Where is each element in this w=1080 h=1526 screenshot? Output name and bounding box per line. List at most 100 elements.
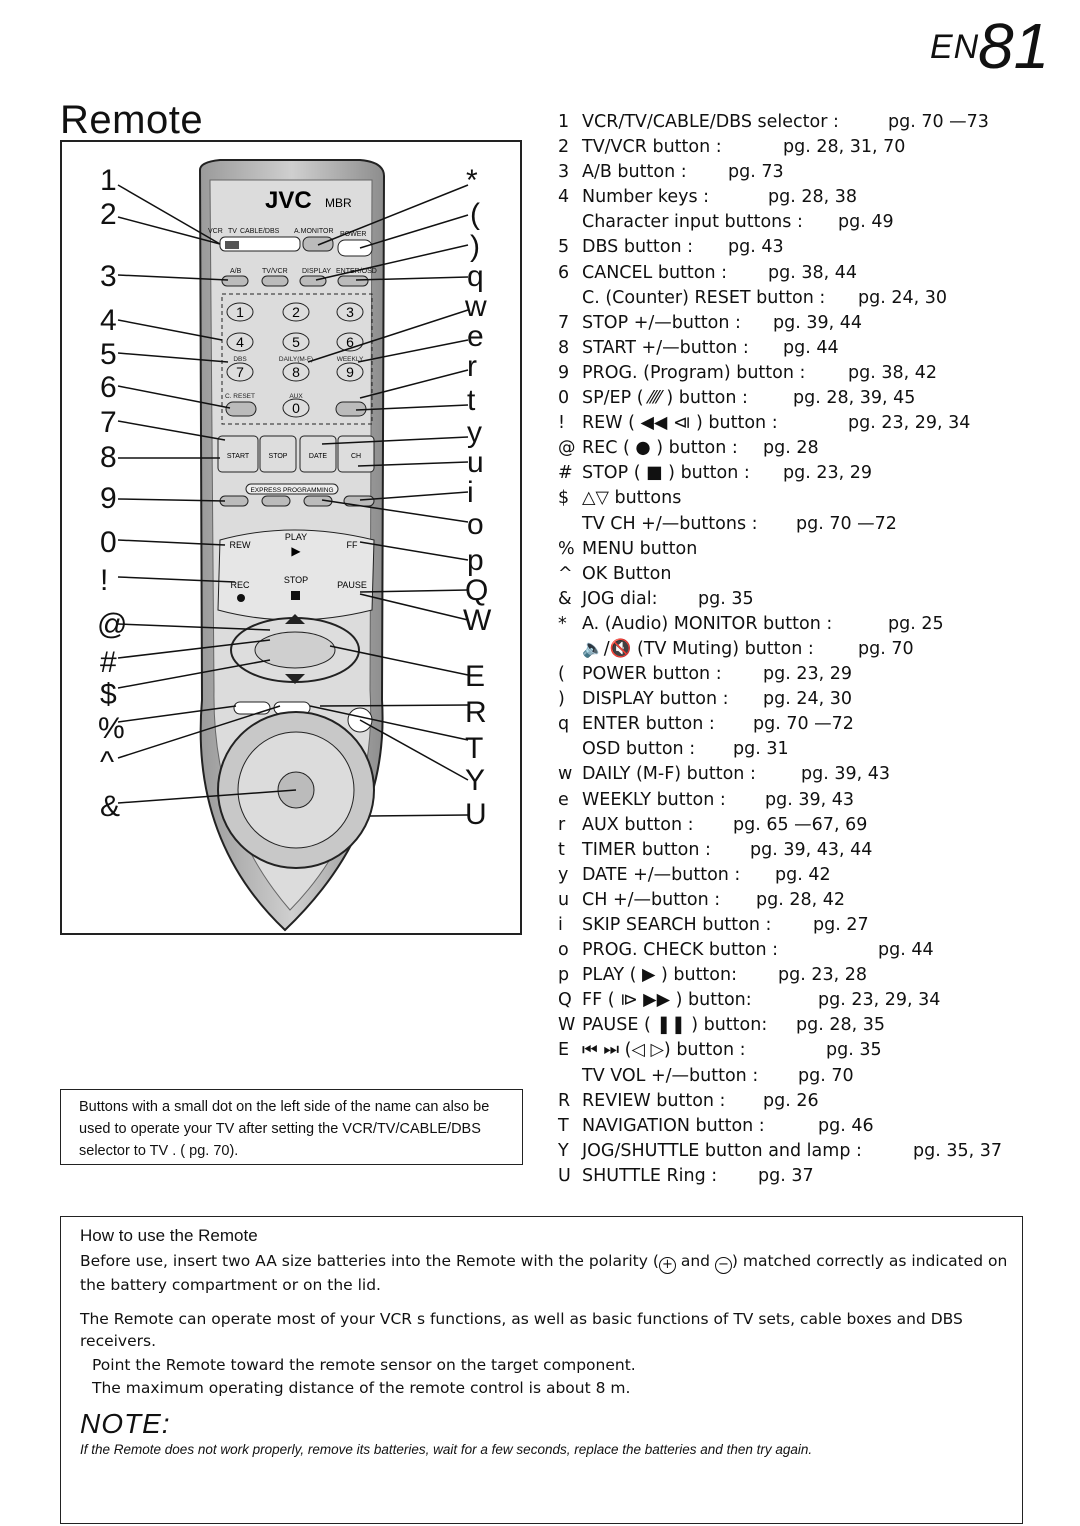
list-item-key: Y xyxy=(558,1140,569,1161)
lbl-power: POWER xyxy=(340,231,366,238)
callout-t: t xyxy=(467,384,476,417)
list-item-page: pg. 42 xyxy=(775,864,831,885)
list-item-key: ^ xyxy=(558,563,573,584)
lbl-rec: REC xyxy=(230,580,250,590)
list-item-page: pg. 39, 43 xyxy=(801,764,891,785)
how-p1b: and xyxy=(675,1252,715,1270)
callout-9: 9 xyxy=(100,482,117,515)
note-heading: NOTE: xyxy=(80,1408,171,1439)
key-0: 0 xyxy=(282,398,310,418)
list-item: Character input buttons : pg. 49 xyxy=(558,210,1063,235)
list-item-key: E xyxy=(558,1040,570,1061)
list-item-label: REC ( ● ) button : xyxy=(582,438,738,459)
list-item-page: pg. 49 xyxy=(838,212,894,233)
list-item-key: R xyxy=(558,1090,571,1111)
callout-Y: Y xyxy=(465,764,486,797)
svg-text:3: 3 xyxy=(346,304,354,320)
list-item-key: ( xyxy=(558,664,565,685)
key-8: 8 xyxy=(282,362,310,382)
list-item-page: pg. 44 xyxy=(878,940,934,961)
key-2: 2 xyxy=(282,302,310,322)
list-item-page: pg. 23, 29, 34 xyxy=(818,990,941,1011)
lbl-express: EXPRESS PROGRAMMING xyxy=(250,487,333,494)
lbl-rew: REW xyxy=(230,540,252,550)
callout-star: * xyxy=(466,164,478,197)
list-item-key: & xyxy=(558,588,572,609)
lbl-display: DISPLAY xyxy=(302,268,331,275)
how-p1c: ) matched correctly as indicated on the … xyxy=(80,1252,1008,1294)
list-item-label: DISPLAY button : xyxy=(582,689,729,710)
callout-i: i xyxy=(467,476,474,509)
remote-brand: JVC xyxy=(265,187,312,214)
how-to-use-title: How to use the Remote xyxy=(80,1226,258,1245)
list-item-label: STOP ( ■ ) button : xyxy=(582,463,750,484)
callout-hash: # xyxy=(100,646,117,679)
lbl-cable: CABLE/DBS xyxy=(240,228,280,235)
list-item-page: pg. 38, 44 xyxy=(768,262,858,283)
list-item-page: pg. 39, 43 xyxy=(765,789,855,810)
list-item-label: TV CH +/—buttons : xyxy=(582,513,758,534)
list-item: TV CH +/—buttons : pg. 70 —72 xyxy=(558,512,1063,537)
list-item-page: pg. 70 —72 xyxy=(796,513,897,534)
list-item-key: @ xyxy=(558,438,576,459)
list-item-label: SP/EP ( ⁄⁄⁄⁄ ) button : xyxy=(582,388,748,409)
list-item-page: pg. 65 —67, 69 xyxy=(733,814,868,835)
page-number: 81 xyxy=(978,10,1050,82)
how-p1a: Before use, insert two AA size batteries… xyxy=(80,1252,659,1270)
list-item-label: REW ( ◀◀ ⧏ ) button : xyxy=(582,413,778,434)
lbl-ab: A/B xyxy=(230,268,242,275)
list-item-key: 9 xyxy=(558,362,570,383)
callout-5: 5 xyxy=(100,338,117,371)
list-item-label: AUX button : xyxy=(582,814,694,835)
list-item-page: pg. 27 xyxy=(813,915,869,935)
callout-E: E xyxy=(465,660,486,693)
lbl-aux: AUX xyxy=(289,393,303,400)
list-item: *A. (Audio) MONITOR button :pg. 25 xyxy=(558,612,1063,637)
note-body: If the Remote does not work properly, re… xyxy=(80,1442,813,1457)
list-item: %MENU button xyxy=(558,537,1063,562)
lbl-ch: CH xyxy=(351,453,361,460)
key-7: 7 xyxy=(226,362,254,382)
list-item-label: TIMER button : xyxy=(582,839,711,860)
list-item-label: △▽ buttons xyxy=(582,488,682,509)
callout-w: w xyxy=(465,290,487,323)
list-item: TV VOL +/—button :pg. 70 xyxy=(558,1064,1063,1089)
list-item-key: W xyxy=(558,1015,576,1036)
lbl-stop2: STOP xyxy=(284,575,308,585)
callout-6: 6 xyxy=(100,371,117,404)
list-item-key: 0 xyxy=(558,388,570,409)
key-9: 9 xyxy=(336,362,364,382)
list-item-key: 2 xyxy=(558,137,570,158)
list-item-label: A/B button : xyxy=(582,162,687,183)
list-item-label: OK Button xyxy=(582,563,672,584)
list-item-page: pg. 31 xyxy=(733,739,789,760)
callout-p: p xyxy=(467,544,484,577)
list-item: E⏮ ⏭ (◁ ▷) button :pg. 35 xyxy=(558,1038,1063,1063)
lbl-stop: STOP xyxy=(269,453,288,460)
list-item-key: 6 xyxy=(558,262,570,283)
list-item: (POWER button :pg. 23, 29 xyxy=(558,662,1063,687)
list-item-page: pg. 26 xyxy=(763,1090,819,1111)
list-item-label: Character input buttons : xyxy=(582,212,803,233)
list-item-page: pg. 28, 38 xyxy=(768,187,858,208)
list-item-key: 7 xyxy=(558,312,570,333)
list-item-key: 4 xyxy=(558,187,570,208)
list-item-key: Q xyxy=(558,990,572,1011)
list-item-page: pg. 28 xyxy=(763,438,819,459)
plus-icon: + xyxy=(658,1257,676,1274)
how-bullet-2: The maximum operating distance of the re… xyxy=(92,1379,631,1397)
list-item-label: PLAY ( ▶ ) button: xyxy=(582,965,737,986)
list-item-page: pg. 44 xyxy=(783,337,839,358)
list-item: OSD button :pg. 31 xyxy=(558,737,1063,762)
